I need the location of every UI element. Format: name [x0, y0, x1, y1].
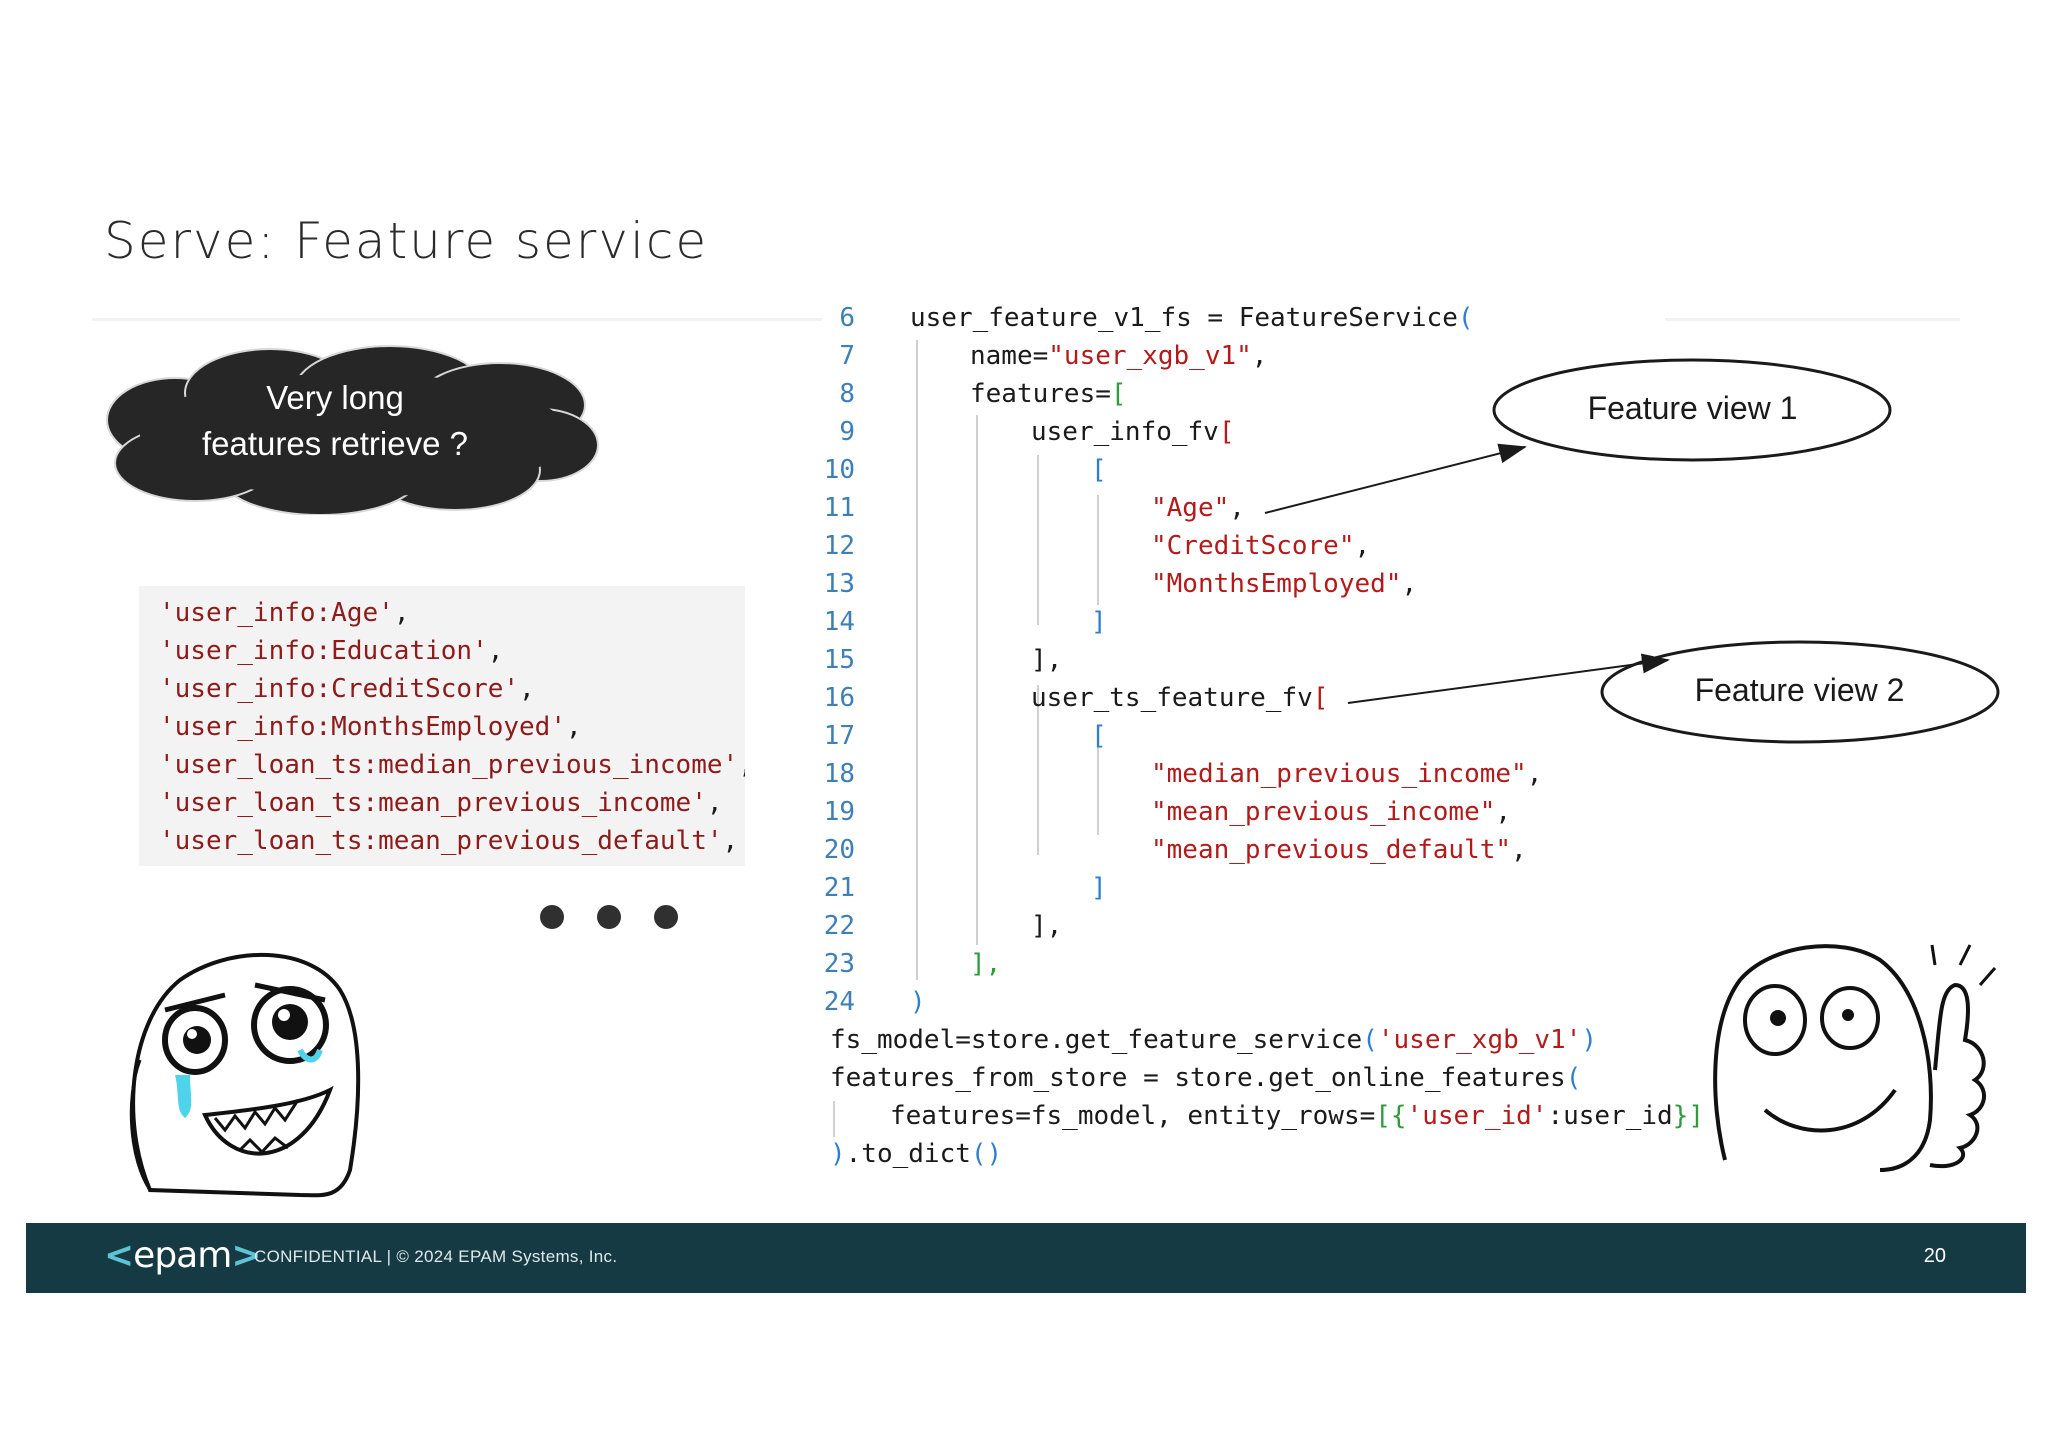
title-divider-right: [1665, 318, 1960, 321]
feature-list-item: 'user_loan_ts:mean_previous_income',: [159, 788, 723, 818]
line-number: 15: [823, 645, 855, 675]
code-line-18: "median_previous_income",: [1151, 759, 1543, 789]
page-number: 20: [1923, 1245, 1946, 1267]
code-line-11: "Age",: [1151, 493, 1245, 523]
line-number: 22: [823, 911, 855, 941]
indent-guide: [916, 340, 918, 980]
code-line-14: ]: [1091, 607, 1107, 637]
indent-guide: [1097, 725, 1099, 835]
code-line-21: ]: [1091, 873, 1107, 903]
line-number: 17: [823, 721, 855, 751]
indent-guide: [833, 1101, 835, 1137]
usage-line-3: features=fs_model, entity_rows=[{'user_i…: [890, 1101, 1705, 1131]
indent-guide: [1037, 455, 1039, 625]
line-number: 12: [823, 531, 855, 561]
footer-bar: <epam> CONFIDENTIAL | © 2024 EPAM System…: [26, 1223, 2026, 1293]
code-line-13: "MonthsEmployed",: [1151, 569, 1418, 599]
cloud-line-2: features retrieve ?: [202, 425, 468, 462]
code-line-9: user_info_fv[: [1031, 417, 1235, 447]
line-number: 14: [823, 607, 855, 637]
line-number: 9: [839, 417, 855, 447]
epam-logo[interactable]: <epam>: [104, 1235, 261, 1276]
line-number: 7: [839, 341, 855, 371]
code-line-17: [: [1091, 721, 1107, 751]
cloud-text: Very long features retrieve ?: [140, 375, 530, 467]
feature-list-item: 'user_info:Age',: [159, 598, 410, 628]
indent-guide: [976, 415, 978, 945]
thumbs-up-face-icon: [1713, 944, 1997, 1172]
usage-line-4: ).to_dict(): [830, 1139, 1003, 1169]
code-line-24: ): [910, 987, 926, 1017]
feature-list-item: 'user_info:Education',: [159, 636, 504, 666]
slide-title: Serve: Feature service: [104, 212, 709, 270]
line-number: 20: [823, 835, 855, 865]
feature-list-item: 'user_loan_ts:median_previous_income',: [159, 750, 745, 780]
feature-view-2-label: Feature view 2: [1694, 672, 1905, 708]
code-line-10: [: [1091, 455, 1107, 485]
code-line-19: "mean_previous_income",: [1151, 797, 1512, 827]
cloud-line-1: Very long: [266, 379, 404, 416]
line-number: 11: [823, 493, 855, 523]
happy-crying-face-icon: [129, 953, 361, 1198]
line-number: 13: [823, 569, 855, 599]
line-number: 16: [823, 683, 855, 713]
code-line-7: name="user_xgb_v1",: [970, 341, 1268, 371]
footer-confidential-text: CONFIDENTIAL | © 2024 EPAM Systems, Inc.: [254, 1247, 618, 1266]
feature-list-item: 'user_loan_ts:mean_previous_default',: [159, 826, 739, 856]
feature-list-item: 'user_info:CreditScore',: [159, 674, 535, 704]
code-line-12: "CreditScore",: [1151, 531, 1371, 561]
feature-list-item: 'user_info:MonthsEmployed',: [159, 712, 582, 742]
line-number: 23: [823, 949, 855, 979]
feature-view-2-ellipse: [1600, 640, 2000, 744]
usage-line-2: features_from_store = store.get_online_f…: [830, 1063, 1582, 1093]
code-line-23: ],: [970, 949, 1002, 979]
title-divider-left: [92, 318, 822, 321]
line-number: 10: [823, 455, 855, 485]
feature-view-1-ellipse: [1492, 358, 1892, 462]
code-line-6: user_feature_v1_fs = FeatureService(: [910, 303, 1474, 333]
feature-view-1-label: Feature view 1: [1587, 390, 1798, 426]
line-number: 21: [823, 873, 855, 903]
usage-line-1: fs_model=store.get_feature_service('user…: [830, 1025, 1598, 1055]
thought-cloud-icon: [106, 345, 599, 515]
line-number: 19: [823, 797, 855, 827]
code-line-16: user_ts_feature_fv[: [1031, 683, 1329, 713]
line-number: 24: [823, 987, 855, 1017]
arrow-to-feature-view-1: [1264, 443, 1527, 514]
feature-list-block: 'user_info:Age', 'user_info:Education', …: [139, 586, 745, 866]
code-line-8: features=[: [970, 379, 1127, 409]
code-line-20: "mean_previous_default",: [1151, 835, 1527, 865]
feature-service-code: 6 7 8 9 10 11 12 13 14 15 16 17 18 19 20…: [800, 295, 1700, 1017]
indent-guide: [1097, 495, 1099, 605]
line-number: 18: [823, 759, 855, 789]
code-line-15: ],: [1031, 645, 1063, 675]
indent-guide: [1037, 685, 1039, 855]
arrow-to-feature-view-2: [1347, 653, 1670, 704]
line-number: 8: [839, 379, 855, 409]
line-number: 6: [839, 303, 855, 333]
code-line-22: ],: [1031, 911, 1063, 941]
